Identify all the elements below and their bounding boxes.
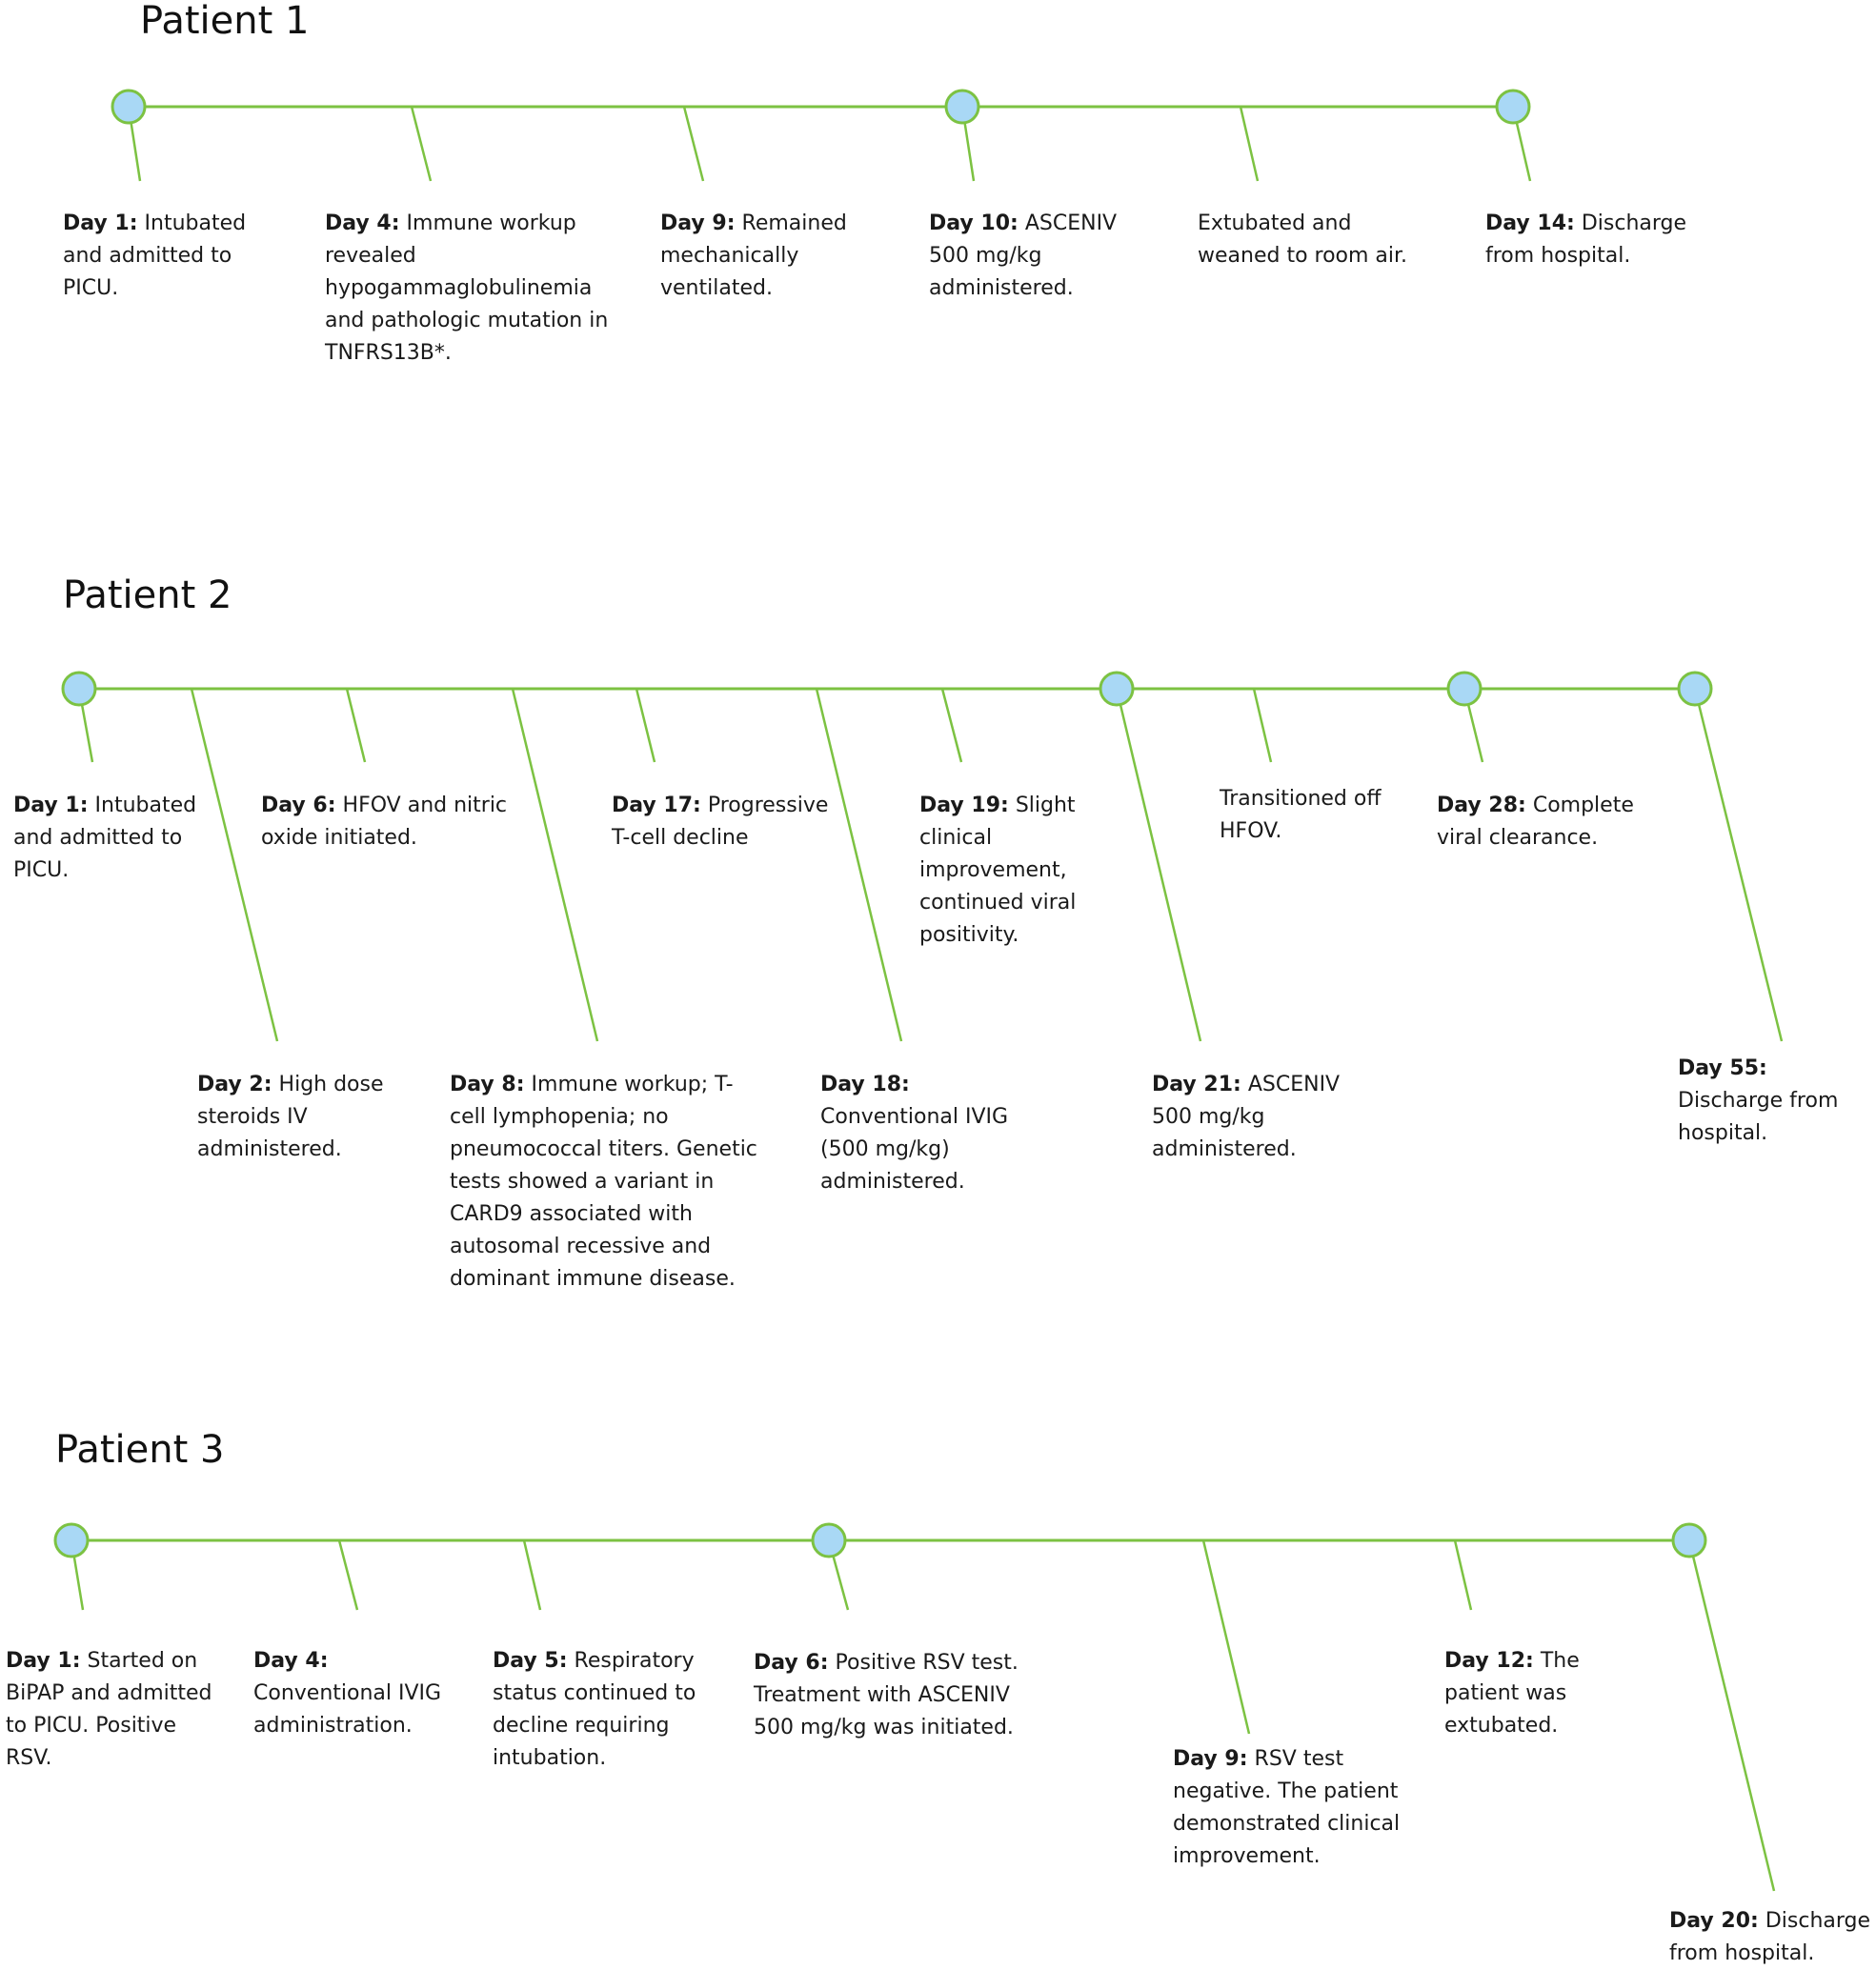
patient-1-event-1-node xyxy=(111,89,147,125)
patient-3-event-1: Day 1: Started on BiPAP and admitted to … xyxy=(6,1649,212,1770)
patient-2-title: Patient 2 xyxy=(63,573,232,617)
patient-2-event-9-connector xyxy=(1252,688,1273,763)
patient-2-event-2: Day 2: High dose steroids IV administere… xyxy=(197,1073,384,1161)
patient-2-event-3: Day 6: HFOV and nitric oxide initiated. xyxy=(261,794,508,850)
patient-2-event-6-connector xyxy=(815,688,903,1042)
patient-2-event-10: Day 28: Complete viral clearance. xyxy=(1437,794,1634,850)
patient-3-event-7-connector xyxy=(1687,1539,1776,1892)
patient-2-event-4-connector xyxy=(511,688,599,1042)
patient-1-event-3: Day 9: Remained mechanically ventilated. xyxy=(660,211,847,300)
patient-2-event-8-connector xyxy=(1115,688,1202,1042)
patient-2-event-1: Day 1: Intubated and admitted to PICU. xyxy=(13,794,197,882)
patient-2-event-2-connector xyxy=(190,688,279,1042)
patient-1-event-3-connector xyxy=(682,106,705,182)
patient-3-event-3: Day 5: Respiratory status continued to d… xyxy=(493,1649,696,1770)
patient-1-title: Patient 1 xyxy=(140,0,310,43)
patient-3-event-7: Day 20: Discharge from hospital. xyxy=(1669,1909,1871,1965)
patient-2-event-5: Day 17: Progressive T-cell decline xyxy=(612,794,829,850)
patient-3-event-1-node xyxy=(53,1522,90,1558)
patient-2-event-7-connector xyxy=(940,688,963,763)
patient-1-event-5-connector xyxy=(1239,106,1260,182)
patient-2-event-11: Day 55: Discharge from hospital. xyxy=(1678,1056,1839,1145)
patient-3-event-6-connector xyxy=(1453,1539,1473,1611)
patient-3-event-4-node xyxy=(811,1522,847,1558)
patient-2-event-4: Day 8: Immune workup; T-cell lymphopenia… xyxy=(450,1073,757,1291)
patient-2-event-11-node xyxy=(1677,671,1713,707)
patient-2-event-3-connector xyxy=(345,688,367,763)
patient-3-title: Patient 3 xyxy=(55,1428,225,1472)
patient-2-event-1-node xyxy=(61,671,97,707)
patient-3-event-2: Day 4: Conventional IVIG administration. xyxy=(253,1649,442,1738)
patient-3-event-5: Day 9: RSV test negative. The patient de… xyxy=(1173,1747,1401,1868)
patient-1-event-1: Day 1: Intubated and admitted to PICU. xyxy=(63,211,247,300)
patient-2-event-5-connector xyxy=(635,688,656,763)
patient-1-event-6-node xyxy=(1495,89,1531,125)
patient-2-event-9: Transitioned off HFOV. xyxy=(1220,787,1382,843)
patient-2-event-11-connector xyxy=(1693,688,1784,1042)
patient-2-event-10-node xyxy=(1446,671,1483,707)
patient-1-event-4: Day 10: ASCENIV 500 mg/kg administered. xyxy=(929,211,1118,300)
patient-1-event-2: Day 4: Immune workup revealed hypogammag… xyxy=(325,211,609,365)
patient-2-event-6: Day 18: Conventional IVIG (500 mg/kg) ad… xyxy=(820,1073,1009,1194)
patient-3-event-7-node xyxy=(1671,1522,1707,1558)
patient-3-event-5-connector xyxy=(1201,1539,1251,1735)
patient-2-event-7: Day 19: Slight clinical improvement, con… xyxy=(919,794,1077,947)
patient-1-event-2-connector xyxy=(410,106,433,182)
patient-3-event-4: Day 6: Positive RSV test. Treatment with… xyxy=(754,1651,1019,1739)
patient-1-event-5: Extubated and weaned to room air. xyxy=(1198,211,1408,268)
patient-3-event-2-connector xyxy=(337,1539,359,1611)
patient-2-event-8: Day 21: ASCENIV 500 mg/kg administered. xyxy=(1152,1073,1341,1161)
patient-1-event-6: Day 14: Discharge from hospital. xyxy=(1485,211,1687,268)
patient-1-event-4-node xyxy=(944,89,980,125)
patient-2-event-8-node xyxy=(1099,671,1135,707)
patient-3-event-6: Day 12: The patient was extubated. xyxy=(1444,1649,1580,1738)
patient-3-event-3-connector xyxy=(522,1539,542,1611)
